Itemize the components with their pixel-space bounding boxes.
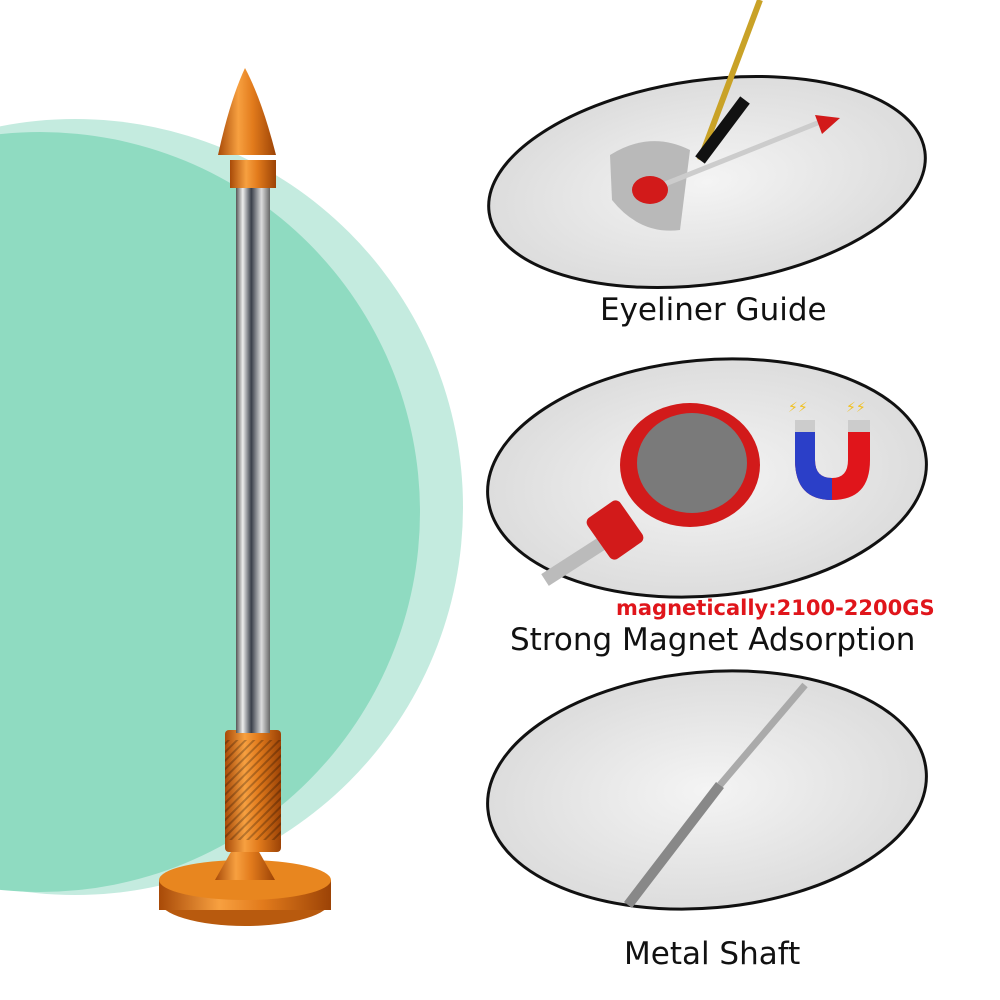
background-circle [0,132,420,892]
caption-strong-magnet: Strong Magnet Adsorption [510,622,916,658]
metal-shaft-photo [486,669,928,911]
caption-metal-shaft: Metal Shaft [624,936,801,972]
svg-text:⚡⚡: ⚡⚡ [846,400,866,416]
magnet-photo: ⚡⚡ ⚡⚡ [486,357,928,599]
product-rod [159,68,331,926]
caption-eyeliner-guide: Eyeliner Guide [600,292,827,328]
magnet-strength-spec: magnetically:2100-2200GS [616,596,935,620]
eyeliner-guide-photo [487,0,927,290]
svg-text:⚡⚡: ⚡⚡ [788,400,808,416]
